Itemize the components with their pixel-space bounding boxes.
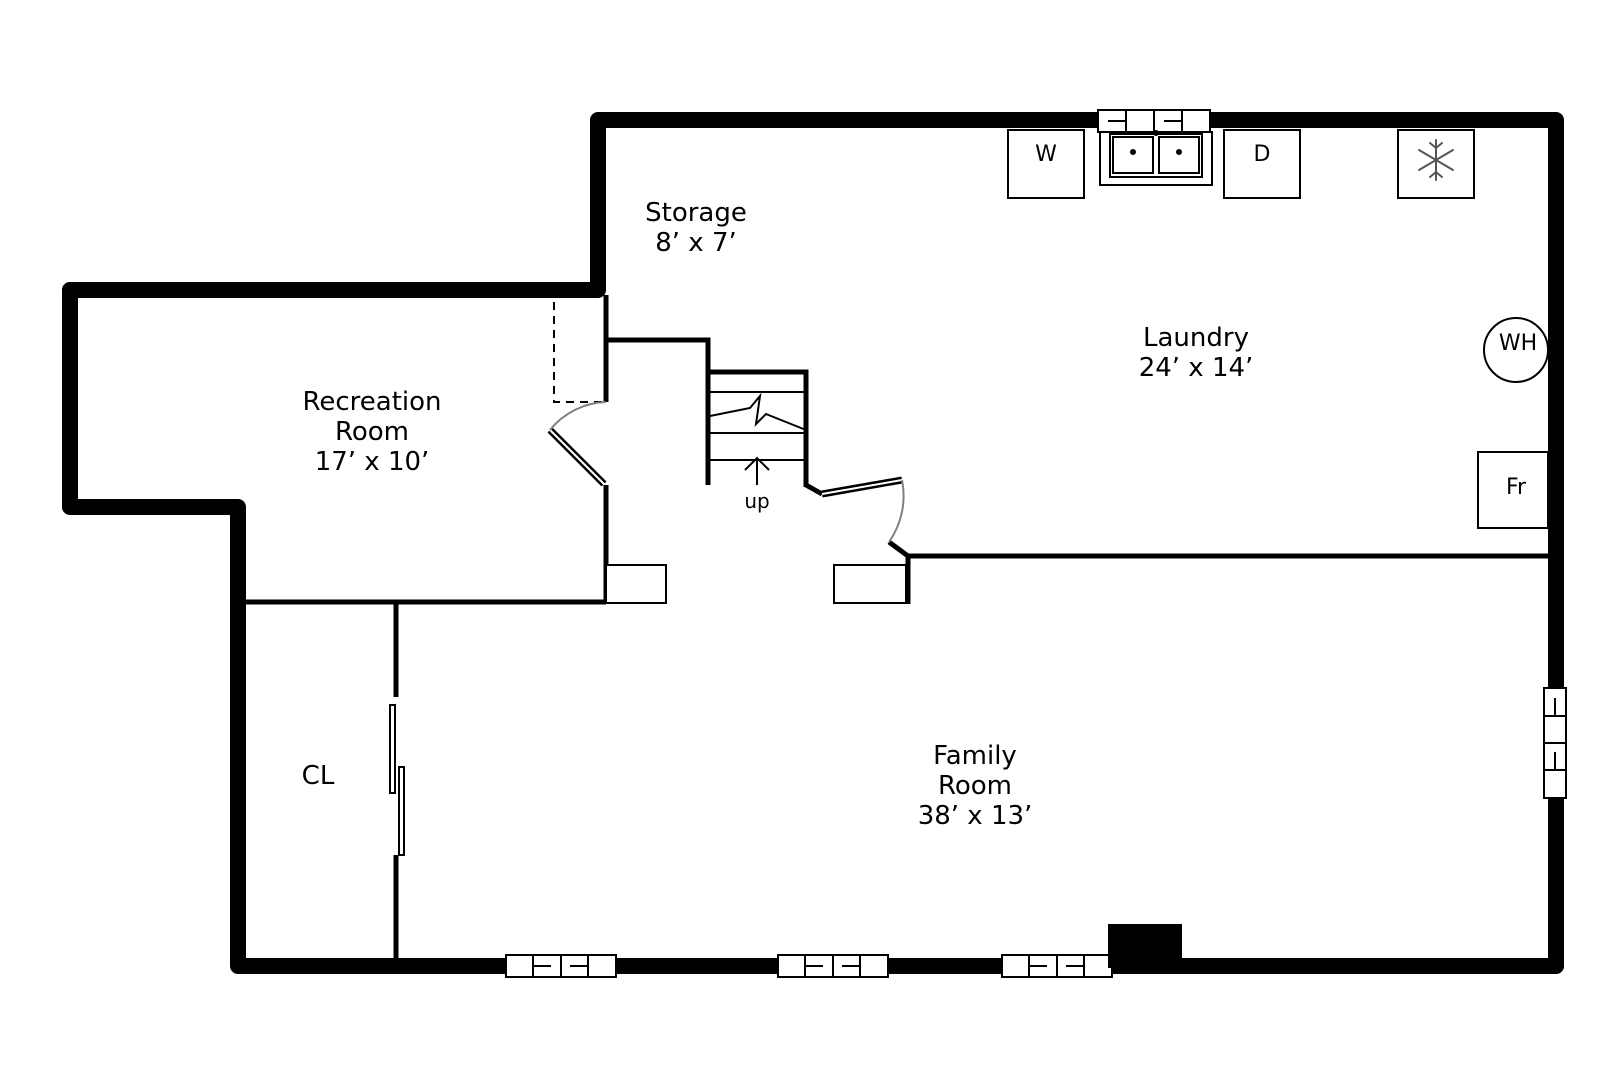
door-leaf-core <box>821 479 903 495</box>
wall-storage-stair <box>606 337 711 485</box>
door-recreation[interactable] <box>547 401 607 487</box>
room-dimensions: 38’ x 13’ <box>918 801 1033 831</box>
furnace[interactable]: Fr <box>1477 451 1549 529</box>
exterior-wall-west <box>62 282 1564 974</box>
washer-label: W <box>1035 142 1057 167</box>
closet-sliding-doors[interactable] <box>389 704 405 856</box>
window-south-3 <box>1001 954 1113 978</box>
room-laundry: Laundry 24’ x 14’ <box>1139 323 1254 383</box>
stairs-label: up <box>744 489 769 513</box>
water-heater-label: WH <box>1499 331 1537 356</box>
wall-laundry-door-stub <box>887 539 910 559</box>
windows <box>505 109 1567 978</box>
dryer[interactable]: D <box>1223 129 1301 199</box>
exterior-walls <box>62 112 1564 974</box>
washer[interactable]: W <box>1007 129 1085 199</box>
staircase[interactable] <box>709 391 807 485</box>
door-swing-arc <box>888 479 905 543</box>
room-recreation: Recreation Room 17’ x 10’ <box>302 387 441 477</box>
furnace-label: Fr <box>1506 475 1527 500</box>
water-heater[interactable]: WH <box>1483 317 1549 383</box>
room-name: Laundry <box>1143 323 1249 353</box>
stair-break-line <box>709 392 807 431</box>
room-name-line1: Family <box>933 741 1017 771</box>
storage-dashed-outline <box>553 302 606 403</box>
room-name-line1: Recreation <box>302 387 441 417</box>
stub-left <box>605 564 667 604</box>
room-dimensions: 17’ x 10’ <box>315 447 430 477</box>
door-swing-arc <box>549 401 607 431</box>
room-dimensions: 24’ x 14’ <box>1139 353 1254 383</box>
interior-walls <box>244 295 1548 958</box>
room-name: CL <box>302 761 335 791</box>
door-laundry[interactable] <box>821 476 905 543</box>
window-south-1 <box>505 954 617 978</box>
wall-stair-box <box>708 369 809 487</box>
door-leaf-core <box>549 429 605 485</box>
window-east <box>1543 687 1567 799</box>
sliding-door-panel <box>398 766 405 856</box>
window-south-2 <box>777 954 889 978</box>
room-storage: Storage 8’ x 7’ <box>645 198 747 258</box>
stub-right <box>833 564 907 604</box>
freezer[interactable] <box>1397 129 1475 199</box>
snowflake-icon <box>1418 139 1454 181</box>
room-dimensions: 8’ x 7’ <box>655 228 737 258</box>
window-north <box>1097 109 1211 133</box>
room-name-line2: Room <box>335 417 409 447</box>
laundry-sink[interactable] <box>1099 130 1213 186</box>
exterior-wall-north-storage <box>62 112 1564 974</box>
wall-stubs <box>605 564 907 604</box>
chimney-block <box>1108 924 1182 968</box>
dryer-label: D <box>1254 142 1271 167</box>
room-name: Storage <box>645 198 747 228</box>
room-family: Family Room 38’ x 13’ <box>918 741 1033 831</box>
sliding-door-panel <box>389 704 396 794</box>
wall-stair-door-jamb <box>804 482 824 497</box>
stair-arrow-head <box>744 456 770 471</box>
room-name-line2: Room <box>938 771 1012 801</box>
room-closet: CL <box>302 761 335 791</box>
